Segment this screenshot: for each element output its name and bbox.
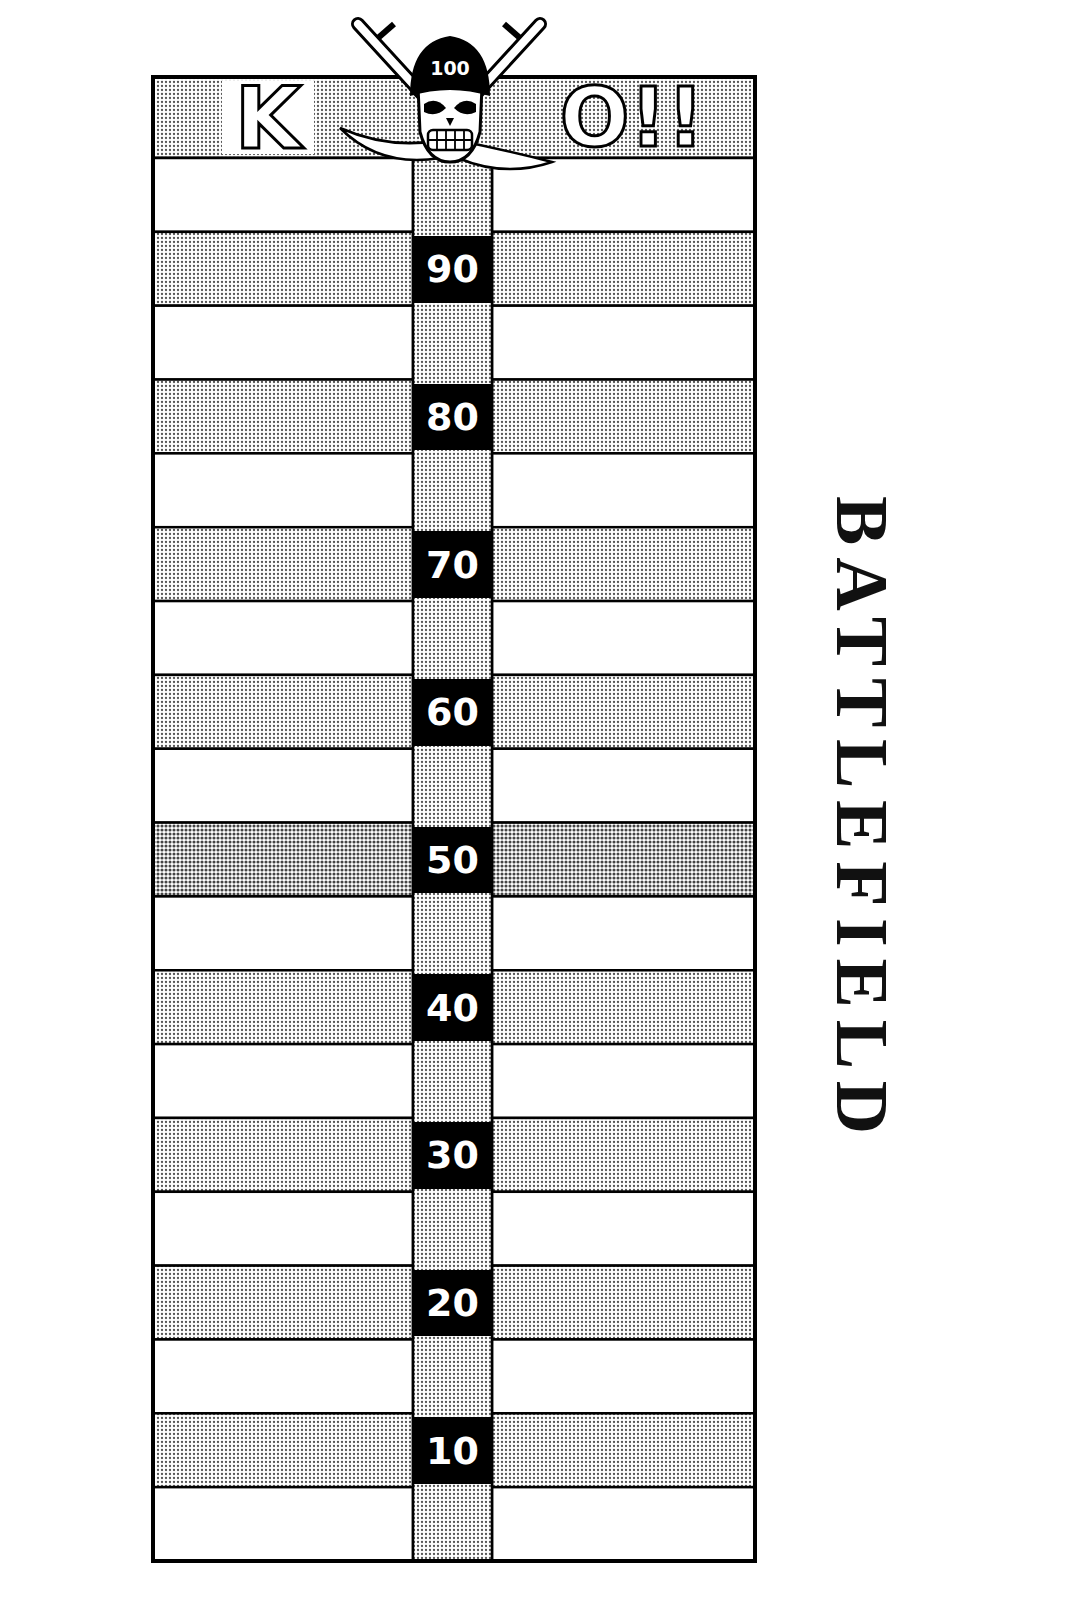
hat-number: 100 — [430, 59, 470, 78]
gauge-row — [153, 1118, 413, 1192]
gauge-row — [153, 970, 413, 1044]
score-number: 10 — [426, 1432, 479, 1470]
gauge-row — [153, 896, 413, 970]
score-box: 70 — [413, 531, 492, 598]
gauge-row — [492, 380, 755, 454]
score-number: 50 — [426, 841, 479, 879]
gauge-row — [492, 1339, 755, 1413]
skull-eye — [454, 101, 476, 114]
score-number: 30 — [426, 1136, 479, 1174]
skull — [418, 86, 482, 162]
gauge-row — [153, 1339, 413, 1413]
gauge-row — [492, 601, 755, 675]
score-number: 90 — [426, 250, 479, 288]
gauge-row — [153, 749, 413, 823]
gauge-row — [492, 1192, 755, 1266]
gauge-row — [492, 1413, 755, 1487]
gauge-row — [492, 306, 755, 380]
gauge-row — [492, 896, 755, 970]
score-number: 20 — [426, 1284, 479, 1322]
gauge-row — [153, 306, 413, 380]
score-number: 80 — [426, 398, 479, 436]
gauge-row — [492, 749, 755, 823]
score-number: 70 — [426, 546, 479, 584]
score-box: 50 — [413, 827, 492, 894]
skull-teeth — [428, 130, 472, 150]
gauge-row — [492, 158, 755, 232]
gauge-row — [153, 675, 413, 749]
skull-emblem — [340, 24, 552, 169]
score-number: 60 — [426, 693, 479, 731]
sword-guard — [378, 24, 394, 38]
score-box: 10 — [413, 1417, 492, 1484]
ko-letter: O!! — [560, 77, 705, 159]
score-box: 60 — [413, 679, 492, 746]
skull-teeth — [428, 130, 472, 150]
skull-nose — [446, 118, 454, 126]
skull-eye — [424, 101, 446, 114]
center-strip — [413, 158, 492, 1561]
gauge-row — [492, 527, 755, 601]
gauge-row — [153, 380, 413, 454]
gauge-row — [492, 1044, 755, 1118]
score-box: 40 — [413, 974, 492, 1041]
score-number: 40 — [426, 989, 479, 1027]
gauge-row — [153, 1192, 413, 1266]
score-box: 80 — [413, 384, 492, 451]
gauge-row — [153, 1487, 413, 1561]
gauge-row — [492, 1118, 755, 1192]
score-box: 20 — [413, 1270, 492, 1337]
gauge-row — [492, 453, 755, 527]
gauge-row — [153, 601, 413, 675]
gauge-row — [153, 823, 413, 897]
gauge-row — [153, 453, 413, 527]
gauge-row — [492, 675, 755, 749]
pirate-hat — [410, 36, 490, 96]
gauge-row — [153, 527, 413, 601]
gauge-row — [153, 232, 413, 306]
gauge-row — [153, 158, 413, 232]
gauge-row — [492, 1487, 755, 1561]
gauge-row — [153, 1413, 413, 1487]
gauge-row — [153, 1266, 413, 1340]
sword-guard — [504, 24, 520, 38]
gauge-row — [492, 232, 755, 306]
gauge-row — [492, 1266, 755, 1340]
gauge-row — [153, 1044, 413, 1118]
gauge-border — [153, 77, 755, 1561]
gauge-row — [492, 970, 755, 1044]
score-box: 90 — [413, 236, 492, 303]
score-box: 30 — [413, 1122, 492, 1189]
ko-letter: K — [235, 75, 302, 161]
page-title: BATTLEFIELD — [825, 496, 899, 1146]
gauge-row — [492, 823, 755, 897]
